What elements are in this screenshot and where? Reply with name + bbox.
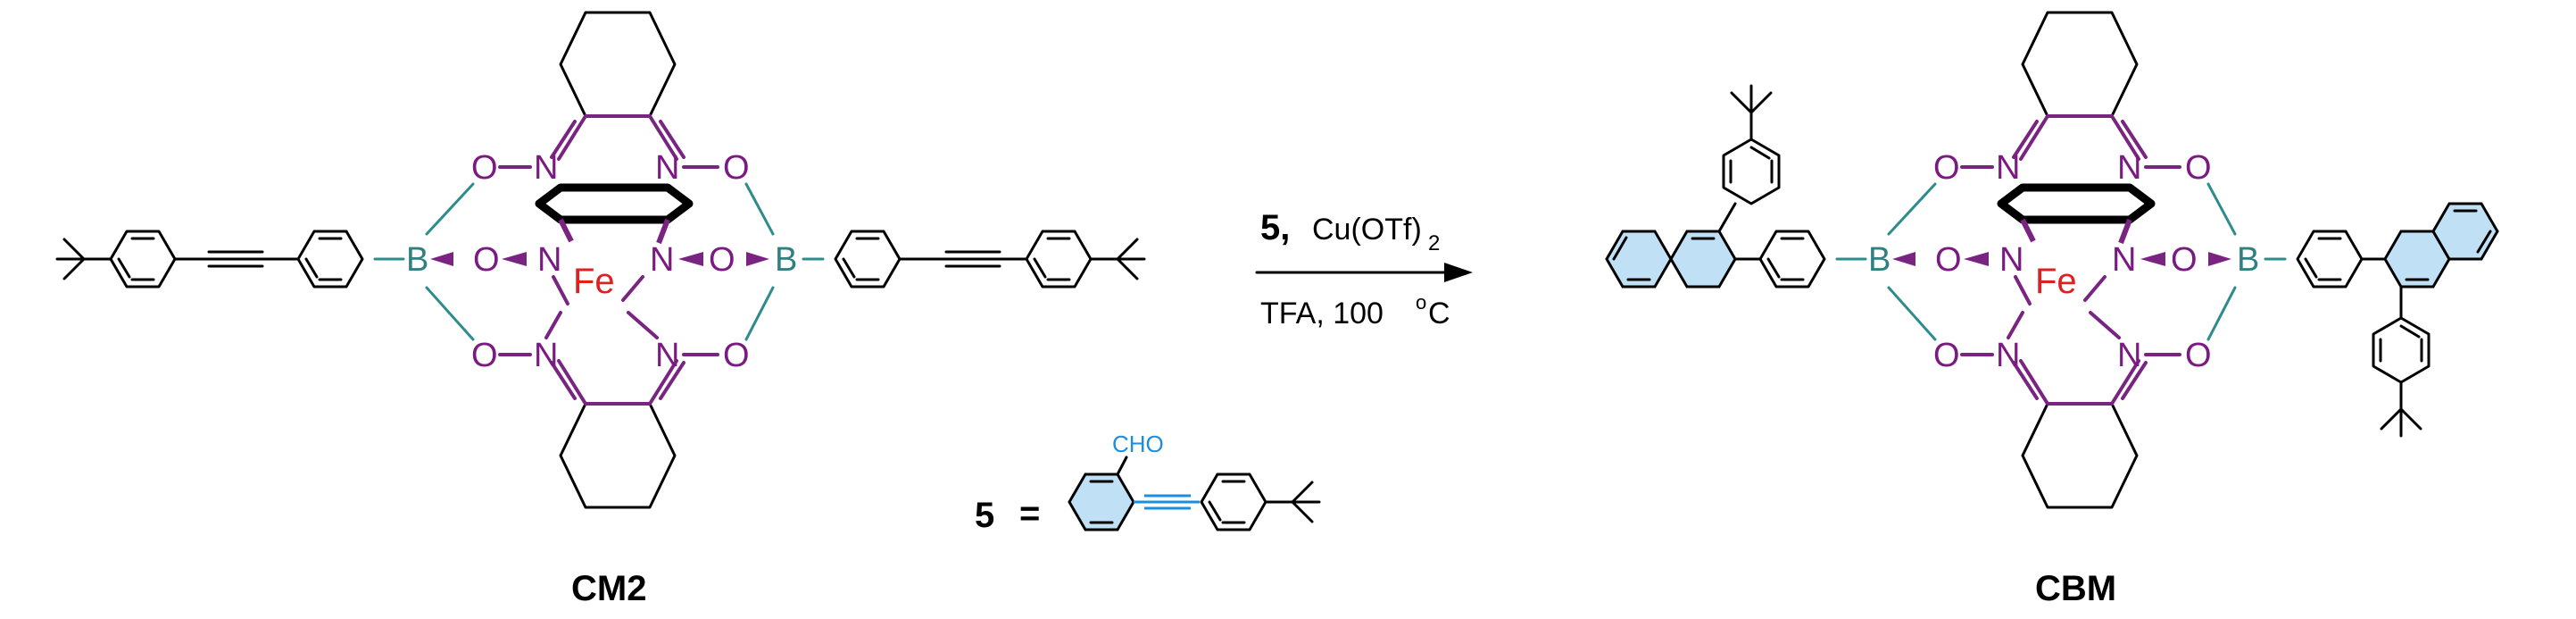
degree-superscript: o — [1416, 291, 1426, 314]
boron-atom: B — [2237, 241, 2259, 279]
product-cbm: O N N O O N N O Fe N N O O B B — [1605, 11, 2499, 608]
nitrogen-atom: N — [650, 241, 674, 279]
iron-atom: Fe — [2035, 262, 2077, 301]
nitrogen-atom: N — [1996, 149, 2020, 187]
oxygen-atom: O — [723, 149, 750, 187]
catalyst-subscript: 2 — [1428, 231, 1440, 255]
oxygen-atom: O — [1933, 149, 1960, 187]
equals-sign: = — [1019, 494, 1040, 533]
compound-label-cm2: CM2 — [571, 569, 646, 608]
temperature-unit: C — [1428, 297, 1450, 330]
conditions-text: TFA, 100 — [1260, 297, 1384, 330]
nitrogen-atom: N — [534, 337, 558, 374]
oxygen-atom: O — [723, 337, 750, 374]
oxygen-atom: O — [2185, 149, 2212, 187]
oxygen-atom: O — [471, 337, 498, 374]
oxygen-atom: O — [473, 241, 500, 279]
nitrogen-atom: N — [655, 337, 679, 374]
nitrogen-atom: N — [1996, 337, 2020, 374]
reaction-arrow — [1255, 263, 1473, 282]
starting-material-cm2: O N N O O N N O Fe N N O O B B — [55, 11, 1146, 608]
nitrogen-atom: N — [2117, 337, 2141, 374]
oxygen-atom: O — [2185, 337, 2212, 374]
reagent-number-label: 5 — [975, 496, 994, 535]
cyclohexane-top-left — [559, 11, 677, 118]
oxygen-atom: O — [1935, 241, 1962, 279]
boron-atom: B — [1868, 241, 1890, 279]
compound-label-cbm: CBM — [2035, 569, 2116, 608]
nitrogen-atom: N — [2117, 149, 2141, 187]
oxygen-atom: O — [471, 149, 498, 187]
nitrogen-atom: N — [1999, 241, 2023, 279]
nitrogen-atom: N — [655, 149, 679, 187]
reaction-conditions: 5, Cu(OTf) 2 TFA, 100 o C — [1260, 208, 1450, 330]
cyclohexane-bottom-left — [559, 402, 677, 509]
oxygen-atom: O — [2171, 241, 2198, 279]
nitrogen-atom: N — [2112, 241, 2136, 279]
nitrogen-atom: N — [537, 241, 561, 279]
reagent-5: 5 = CHO — [975, 431, 1321, 535]
boron-atom: B — [775, 241, 797, 279]
oxygen-atom: O — [1933, 337, 1960, 374]
iron-atom: Fe — [573, 262, 615, 301]
catalyst-text: Cu(OTf) — [1312, 213, 1422, 247]
reagent-number: 5, — [1260, 208, 1290, 247]
boron-atom: B — [406, 241, 428, 279]
nitrogen-atom: N — [534, 149, 558, 187]
aldehyde-group: CHO — [1112, 431, 1164, 457]
oxygen-atom: O — [709, 241, 735, 279]
